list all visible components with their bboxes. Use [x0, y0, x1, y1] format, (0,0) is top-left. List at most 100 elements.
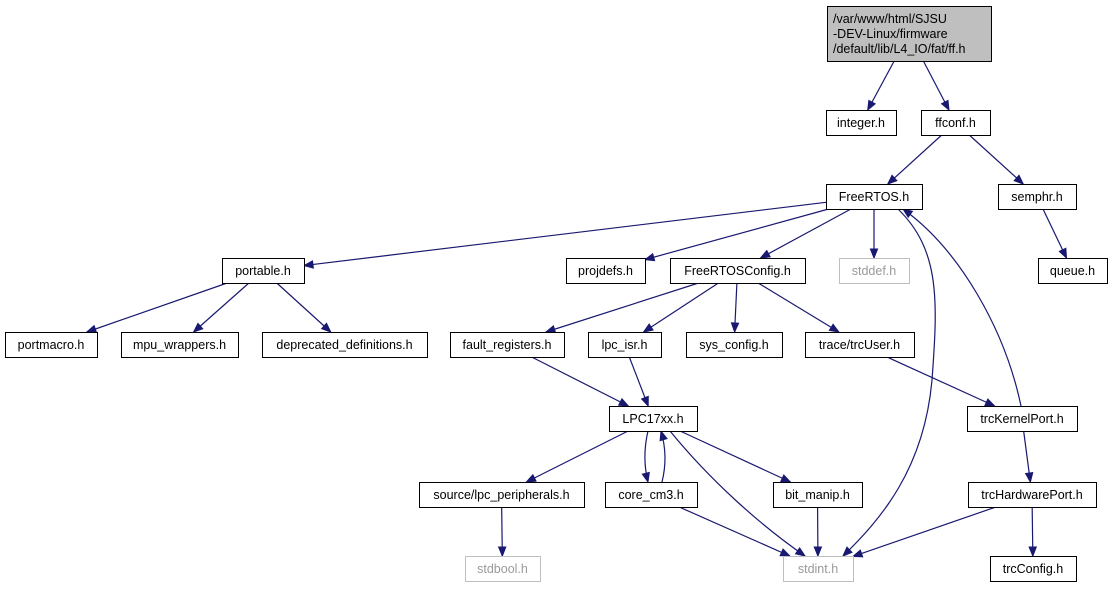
node-box — [262, 332, 428, 358]
node-label: deprecated_definitions.h — [276, 338, 412, 352]
node-box — [5, 332, 98, 358]
node-box — [670, 258, 806, 284]
node-box — [605, 482, 698, 508]
edge-line — [757, 282, 840, 333]
node-integer-h[interactable]: integer.h — [826, 110, 897, 136]
node-projdefs-h[interactable]: projdefs.h — [566, 258, 646, 284]
edge-layer — [85, 60, 1068, 558]
node-portmacro-h[interactable]: portmacro.h — [5, 332, 98, 358]
node-lpc17xx-h[interactable]: LPC17xx.h — [609, 406, 698, 432]
edge-line — [303, 201, 827, 267]
node-freertos-h[interactable]: FreeRTOS.h — [826, 184, 923, 210]
node-trchardwareport-h[interactable]: trcHardwarePort.h — [968, 482, 1097, 508]
edge-freertosconfig_h-to-fault_registers_h — [544, 282, 699, 334]
edge-fault_registers_h-to-lpc17xx_h — [531, 356, 630, 407]
edge-freertosconfig_h-to-sys_config_h — [730, 282, 740, 334]
node-box — [419, 482, 585, 508]
node-label: FreeRTOS.h — [839, 190, 909, 204]
edge-arrowhead — [659, 429, 668, 442]
edge-bit_manip_h-to-stdint_h — [813, 506, 823, 558]
node-fault-registers-h[interactable]: fault_registers.h — [450, 332, 565, 358]
node-ff-h[interactable]: /var/www/html/SJSU-DEV-Linux/firmware/de… — [827, 6, 992, 62]
node-label: stdbool.h — [477, 562, 528, 576]
edge-arrowhead — [940, 99, 950, 112]
node-core-cm3-h[interactable]: core_cm3.h — [605, 482, 698, 508]
node-label: FreeRTOSConfig.h — [684, 264, 791, 278]
edge-portable_h-to-mpu_wrappers_h — [192, 282, 250, 333]
edge-ffconf_h-to-freertos_h — [886, 134, 943, 185]
node-trckernelport-h[interactable]: trcKernelPort.h — [967, 406, 1078, 432]
node-freertosconfig-h[interactable]: FreeRTOSConfig.h — [670, 258, 806, 284]
edge-arrowhead — [641, 471, 650, 484]
edge-arrowhead — [813, 546, 823, 558]
node-stdbool-h[interactable]: stdbool.h — [465, 556, 541, 582]
node-trcuser-h[interactable]: trace/trcUser.h — [805, 332, 915, 358]
edge-ffconf_h-to-semphr_h — [968, 134, 1025, 185]
node-box — [967, 406, 1078, 432]
node-portable-h[interactable]: portable.h — [222, 258, 305, 284]
edge-arrowhead — [1058, 247, 1068, 260]
node-ffconf-h[interactable]: ffconf.h — [921, 110, 991, 136]
node-label: /var/www/html/SJSU — [833, 12, 947, 26]
node-box — [783, 556, 854, 582]
edge-arrowhead — [1013, 174, 1025, 185]
edge-trchardwareport_h-to-stdint_h — [851, 506, 997, 558]
node-label: mpu_wrappers.h — [133, 338, 226, 352]
node-mpu-wrappers-h[interactable]: mpu_wrappers.h — [121, 332, 239, 358]
node-lpc-peripherals-h[interactable]: source/lpc_peripherals.h — [419, 482, 585, 508]
edge-arrowhead — [320, 322, 332, 333]
node-box — [1038, 258, 1108, 284]
node-label: LPC17xx.h — [622, 412, 683, 426]
node-stddef-h[interactable]: stddef.h — [839, 258, 910, 284]
edge-arrowhead — [851, 549, 864, 558]
edge-line — [679, 430, 791, 483]
node-lpc-isr-h[interactable]: lpc_isr.h — [588, 332, 662, 358]
edge-freertosconfig_h-to-lpc_isr_h — [642, 282, 719, 333]
node-box — [121, 332, 239, 358]
node-label: core_cm3.h — [618, 488, 683, 502]
node-bit-manip-h[interactable]: bit_manip.h — [773, 482, 863, 508]
edge-arrowhead — [642, 323, 654, 333]
edge-ff_h-to-ffconf_h — [922, 60, 950, 112]
node-box — [968, 482, 1097, 508]
node-semphr-h[interactable]: semphr.h — [998, 184, 1077, 210]
node-deprecated-definitions-h[interactable]: deprecated_definitions.h — [262, 332, 428, 358]
node-box — [826, 184, 923, 210]
edge-line — [643, 282, 719, 333]
edge-core_cm3_h-to-stdint_h — [678, 506, 792, 557]
node-label: trcKernelPort.h — [980, 412, 1063, 426]
edge-line — [968, 134, 1024, 185]
edge-arrowhead — [730, 322, 740, 334]
edge-freertos_h-to-stddef_h — [869, 209, 879, 260]
edge-freertos_h-to-portable_h — [302, 201, 827, 269]
node-queue-h[interactable]: queue.h — [1038, 258, 1108, 284]
edge-line — [886, 356, 995, 407]
node-box — [826, 110, 897, 136]
node-label: ffconf.h — [935, 116, 976, 130]
edge-arrowhead — [984, 398, 996, 407]
node-box — [566, 258, 646, 284]
edge-arrowhead — [780, 474, 792, 483]
node-box — [588, 332, 662, 358]
node-label: trcHardwarePort.h — [981, 488, 1082, 502]
edge-arrowhead — [525, 473, 537, 483]
edge-line — [526, 430, 629, 483]
edge-lpc_peripherals_h-to-stdbool_h — [497, 506, 507, 558]
edge-arrowhead — [85, 324, 98, 333]
node-box — [827, 6, 992, 62]
node-box — [773, 482, 863, 508]
edge-semphr_h-to-queue_h — [1042, 208, 1068, 260]
node-trcconfig-h[interactable]: trcConfig.h — [990, 556, 1077, 582]
edge-freertos_h-to-freertosconfig_h — [759, 208, 852, 259]
edge-lpc17xx_h-to-lpc_peripherals_h — [525, 430, 629, 483]
node-label: lpc_isr.h — [602, 338, 648, 352]
node-stdint-h[interactable]: stdint.h — [783, 556, 854, 582]
edge-line — [86, 282, 228, 333]
node-sys-config-h[interactable]: sys_config.h — [686, 332, 783, 358]
node-layer: /var/www/html/SJSU-DEV-Linux/firmware/de… — [5, 6, 1108, 582]
edge-line — [545, 282, 699, 333]
edge-core_cm3_h-to-lpc17xx_h — [659, 429, 668, 483]
edge-line — [669, 430, 806, 557]
edge-line — [193, 282, 250, 333]
edge-line — [852, 506, 997, 557]
